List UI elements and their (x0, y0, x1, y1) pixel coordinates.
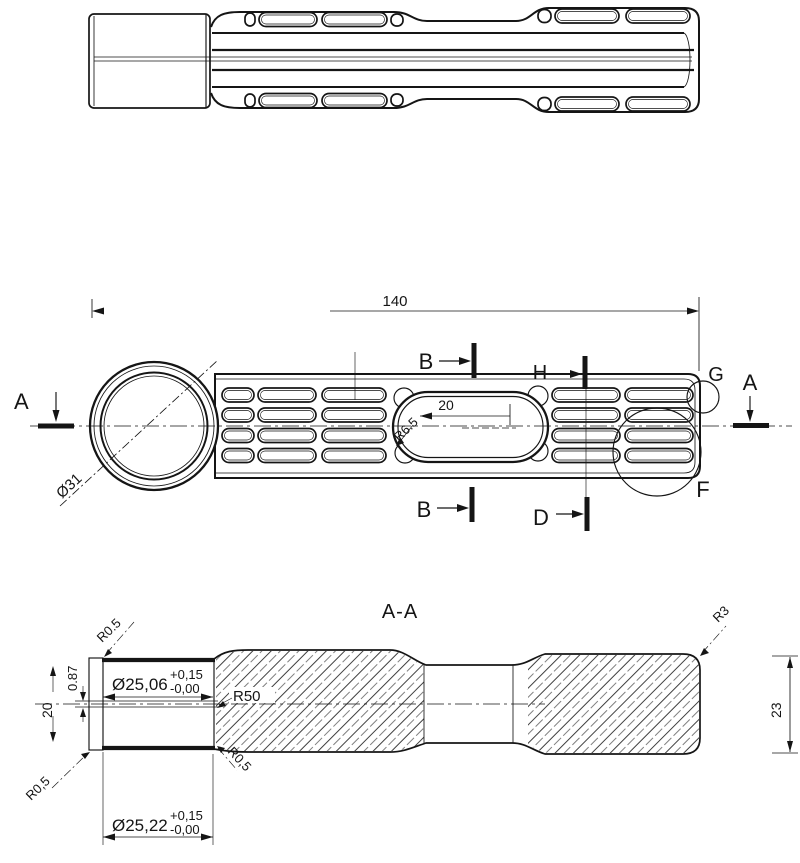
dim-bore-upper: Ø25,06 +0,15 -0,00 (103, 667, 213, 701)
r50-label: R50 (233, 688, 261, 705)
dim-bore-depth: 20 (39, 666, 56, 742)
top-view-slots (244, 8, 691, 112)
r05-bottom-left-label: R0,5 (23, 773, 53, 803)
top-view-handle-outline (210, 7, 700, 113)
section-a-left-label: A (14, 389, 29, 414)
dim-end-width: 23 (768, 655, 798, 754)
bore-lower-tol-minus: -0,00 (170, 822, 200, 837)
top-view (88, 7, 700, 113)
section-b-bottom-label: B (417, 497, 432, 522)
detail-circle-g: G (686, 364, 724, 414)
detail-f-label: F (696, 477, 709, 502)
section-marker-a-left: A (14, 389, 74, 429)
section-title: A-A (382, 601, 418, 623)
section-centerlines (35, 700, 545, 708)
r3-label: R3 (710, 603, 732, 625)
section-b-top-label: B (419, 349, 434, 374)
dim-slot-length: 20 (420, 397, 516, 429)
section-marker-h: H (533, 356, 588, 389)
dim-overall-length: 140 (91, 293, 700, 371)
bore-lower-tol-plus: +0,15 (170, 808, 203, 823)
detail-g-label: G (708, 364, 724, 386)
bore-upper-tol-minus: -0,00 (170, 681, 200, 696)
section-marker-d: D (533, 389, 590, 531)
section-marker-b-top: B (419, 343, 477, 378)
dim-20-label: 20 (438, 397, 454, 413)
label-radius-bottom-left: R0,5 (23, 752, 90, 803)
section-h-label: H (533, 362, 547, 384)
dia-31-label: Ø31 (53, 470, 85, 502)
section-a-right-label: A (743, 370, 758, 395)
wall-offset-label: 0.87 (65, 666, 80, 691)
section-marker-b-bottom: B (417, 487, 475, 522)
bore-lower-dia-label: Ø25,22 (112, 816, 168, 835)
bore-depth-label: 20 (39, 702, 55, 718)
bore-upper-tol-plus: +0,15 (170, 667, 203, 682)
label-radius-top-left: R0.5 (94, 615, 135, 657)
section-body (213, 649, 701, 755)
front-view: 140 20 (14, 293, 792, 531)
dim-wall-offset: 0.87 (65, 666, 86, 722)
oval-slot (391, 390, 550, 464)
end-width-label: 23 (768, 702, 784, 718)
section-marker-a-right: A (733, 370, 769, 428)
dim-140-label: 140 (382, 293, 407, 310)
dim-bore-lower: Ø25,22 +0,15 -0,00 (102, 752, 214, 845)
bore-upper-dia-label: Ø25,06 (112, 675, 168, 694)
detail-circle-f: F (612, 407, 710, 502)
label-blend-radius: R50 (217, 687, 275, 708)
r05-top-left-label: R0.5 (94, 615, 124, 645)
top-view-contour-lines (94, 32, 694, 88)
front-view-centerlines (30, 352, 792, 427)
section-d-label: D (533, 505, 549, 530)
section-view: A-A Ø25,06 +0,15 -0,00 (23, 601, 798, 845)
label-radius-end: R3 (700, 603, 732, 656)
